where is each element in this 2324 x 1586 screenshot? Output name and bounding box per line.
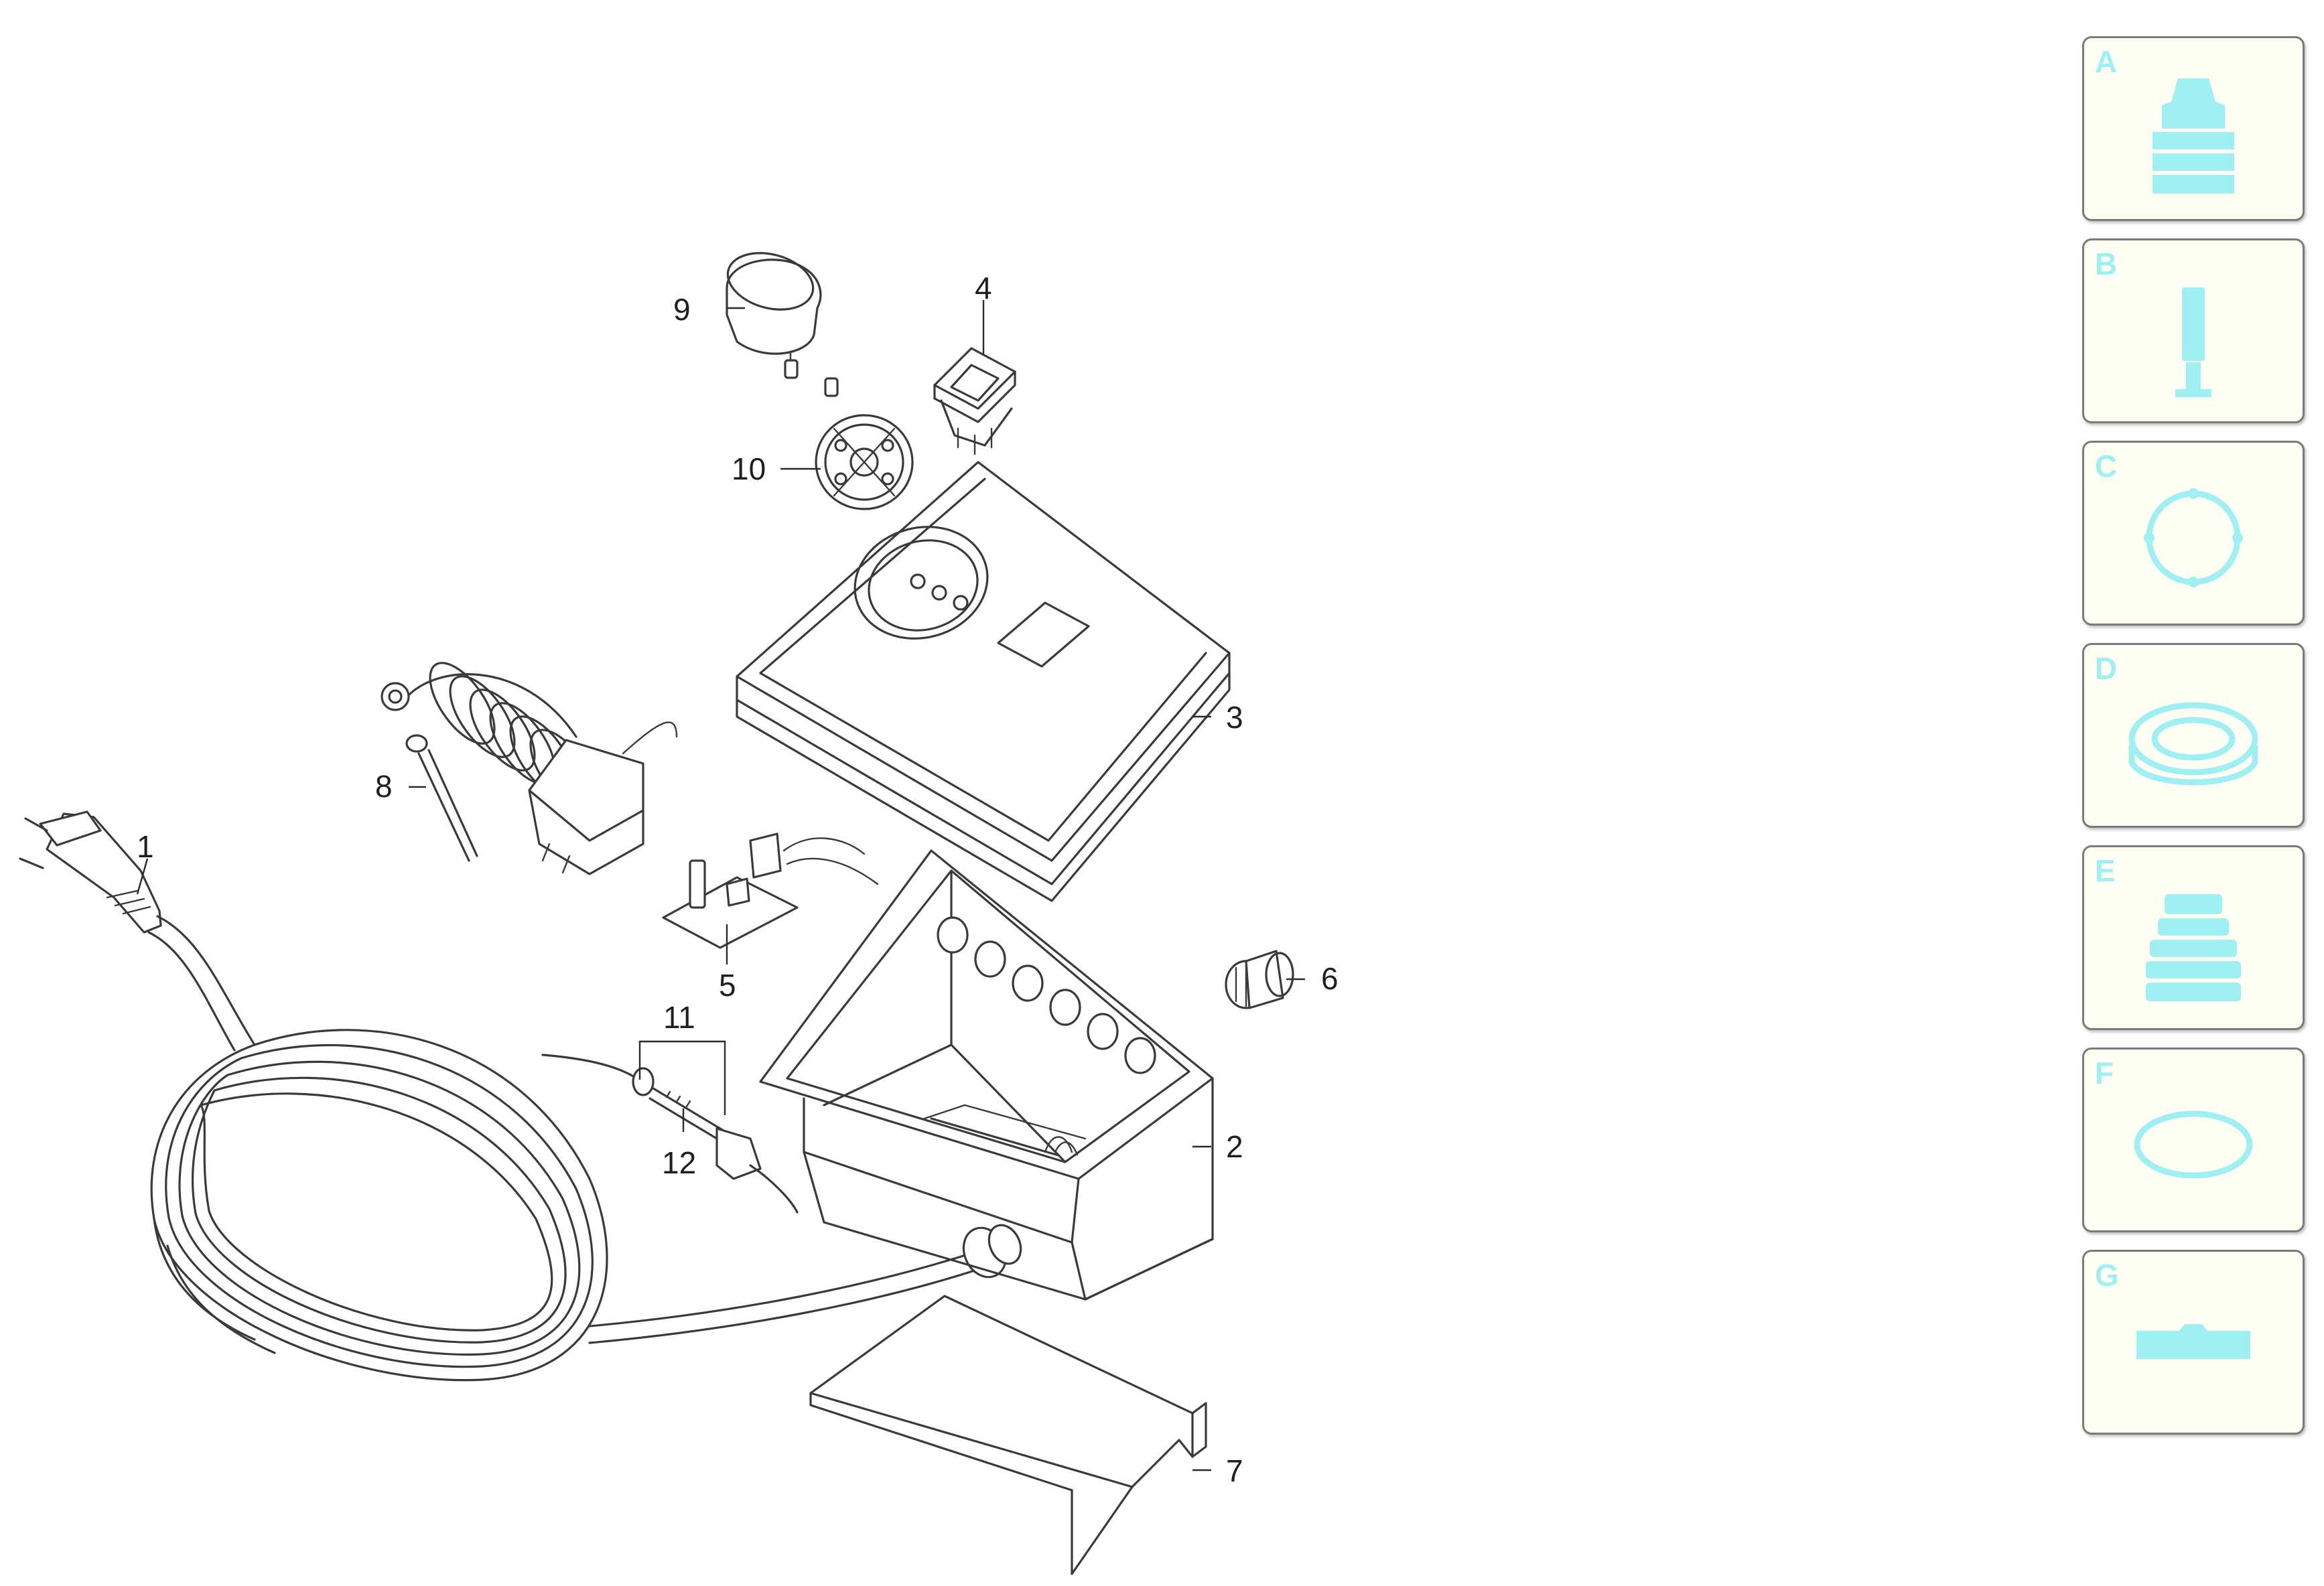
callout-12: 12 — [662, 1145, 696, 1180]
top-cover-part-3 — [736, 461, 1231, 902]
cable-gland-part-6 — [1225, 950, 1294, 1009]
dial-plate-part-10 — [815, 414, 914, 510]
tile-letter: G — [2095, 1258, 2119, 1293]
power-cord-part-1 — [19, 810, 1022, 1382]
stacked-fitting-icon — [2146, 894, 2241, 1001]
thermostat-part-8 — [381, 662, 678, 875]
bracket-plate-part-7 — [809, 1295, 1207, 1575]
tile-g[interactable]: G — [2082, 1250, 2305, 1435]
callout-7: 7 — [1226, 1453, 1243, 1488]
callout-8: 8 — [375, 769, 393, 804]
tile-letter: D — [2095, 651, 2118, 686]
knob-part-9 — [726, 252, 839, 397]
callout-6: 6 — [1321, 961, 1339, 996]
tile-f[interactable]: F — [2082, 1048, 2305, 1232]
callout-3: 3 — [1226, 700, 1243, 735]
tile-e[interactable]: E — [2082, 845, 2305, 1030]
callout-4: 4 — [975, 271, 992, 305]
tile-letter: A — [2095, 44, 2118, 79]
circuit-board-part-5 — [662, 833, 879, 949]
rocker-switch-part-4 — [933, 347, 1016, 455]
callout-10: 10 — [732, 451, 766, 486]
part-category-sidebar: A B C D E — [2082, 36, 2307, 1443]
tile-a[interactable]: A — [2082, 36, 2305, 221]
callout-5: 5 — [719, 968, 736, 1003]
callout-11: 11 — [663, 1000, 695, 1035]
clip-icon — [2136, 1324, 2250, 1359]
callout-9: 9 — [673, 292, 691, 327]
tile-letter: C — [2095, 449, 2118, 484]
callout-2: 2 — [1226, 1129, 1243, 1164]
o-ring-icon — [2134, 1110, 2253, 1179]
pin-icon — [2175, 287, 2211, 397]
tile-letter: B — [2095, 246, 2118, 281]
fitting-icon — [2152, 78, 2234, 194]
temperature-probe-part-11-12 — [541, 1054, 799, 1214]
tile-d[interactable]: D — [2082, 643, 2305, 828]
tile-b[interactable]: B — [2082, 238, 2305, 423]
tile-letter: F — [2095, 1056, 2114, 1090]
flange-ring-icon — [2144, 488, 2243, 587]
tile-c[interactable]: C — [2082, 441, 2305, 626]
box-housing-part-2 — [759, 849, 1214, 1301]
seal-ring-icon — [2128, 702, 2258, 786]
callout-labels: 1 2 3 4 5 6 7 8 9 10 11 12 — [137, 271, 1339, 1488]
leader-lines — [136, 300, 1305, 1471]
callout-1: 1 — [137, 829, 154, 864]
tile-letter: E — [2095, 853, 2116, 888]
